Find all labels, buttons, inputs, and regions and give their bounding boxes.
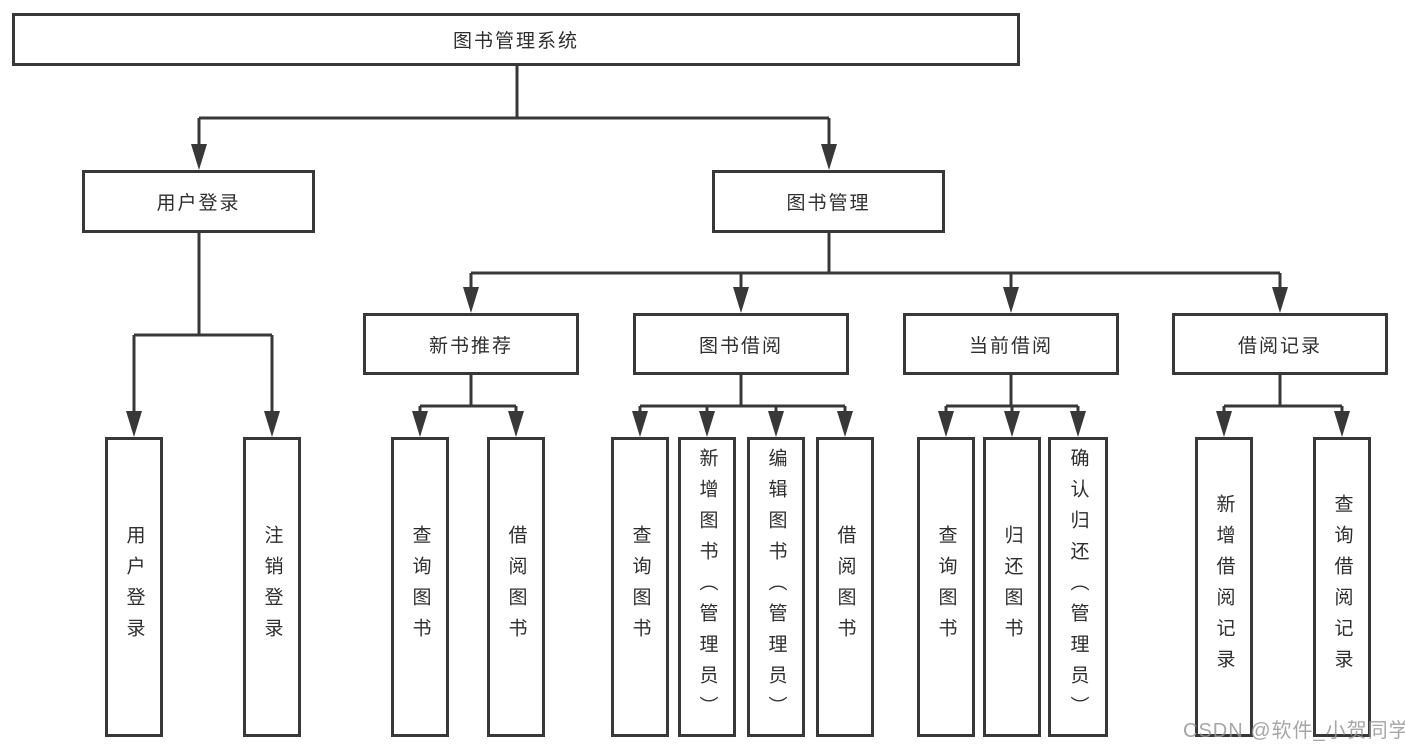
node-leaf-query-books-3-label: 查询图书 — [935, 525, 957, 649]
arrowhead — [1334, 411, 1350, 437]
arrowhead — [1003, 287, 1019, 313]
node-current-borrow-label: 当前借阅 — [968, 335, 1053, 357]
arrowhead — [1070, 411, 1086, 437]
arrowhead — [1004, 411, 1020, 437]
node-leaf-borrow-books-2: 借阅图书 — [816, 437, 874, 737]
node-user-login-label: 用户登录 — [156, 193, 241, 214]
node-leaf-return-books: 归还图书 — [983, 437, 1041, 737]
arrowhead — [632, 411, 648, 437]
node-leaf-query-borrow-record: 查询借阅记录 — [1313, 437, 1371, 737]
arrowhead — [264, 411, 280, 437]
arrowhead — [412, 411, 428, 437]
node-borrow-records-label: 借阅记录 — [1237, 335, 1322, 357]
arrowhead — [938, 411, 954, 437]
arrowhead — [1216, 411, 1232, 437]
arrowhead — [191, 144, 207, 170]
node-book-management-label: 图书管理 — [786, 193, 871, 214]
arrowhead — [463, 287, 479, 313]
node-leaf-user-login-label: 用户登录 — [123, 525, 145, 649]
node-new-book-recommend-label: 新书推荐 — [428, 335, 513, 357]
node-leaf-confirm-return-admin: 确认归还（管理员） — [1048, 437, 1108, 737]
arrowhead — [126, 411, 142, 437]
arrowhead — [733, 287, 749, 313]
connector-paths — [132, 66, 1344, 419]
node-root-label: 图书管理系统 — [452, 31, 579, 52]
node-book-borrow: 图书借阅 — [633, 313, 849, 375]
node-leaf-confirm-return-admin-label: 确认归还（管理员） — [1067, 447, 1089, 727]
csdn-watermark: CSDN @软件_小贺同学 — [1183, 720, 1405, 742]
node-user-login: 用户登录 — [82, 170, 315, 233]
node-borrow-records: 借阅记录 — [1172, 313, 1388, 375]
node-current-borrow: 当前借阅 — [903, 313, 1119, 375]
node-book-management: 图书管理 — [712, 170, 945, 233]
node-leaf-edit-books-admin: 编辑图书（管理员） — [747, 437, 805, 737]
node-leaf-logout-label: 注销登录 — [261, 525, 283, 649]
arrowhead — [768, 411, 784, 437]
arrowhead — [699, 411, 715, 437]
node-leaf-query-books-2-label: 查询图书 — [629, 525, 651, 649]
node-root: 图书管理系统 — [12, 13, 1020, 66]
node-new-book-recommend: 新书推荐 — [363, 313, 579, 375]
node-leaf-query-books-1-label: 查询图书 — [409, 525, 431, 649]
node-leaf-borrow-books-2-label: 借阅图书 — [834, 525, 856, 649]
node-leaf-query-borrow-record-label: 查询借阅记录 — [1331, 494, 1353, 680]
node-leaf-edit-books-admin-label: 编辑图书（管理员） — [765, 447, 787, 727]
node-leaf-add-books-admin-label: 新增图书（管理员） — [696, 447, 718, 727]
node-leaf-borrow-books-1: 借阅图书 — [487, 437, 545, 737]
node-leaf-user-login: 用户登录 — [105, 437, 163, 737]
node-leaf-add-books-admin: 新增图书（管理员） — [678, 437, 736, 737]
arrowhead — [821, 144, 837, 170]
arrowhead — [1272, 287, 1288, 313]
node-leaf-query-books-2: 查询图书 — [611, 437, 669, 737]
arrowhead — [508, 411, 524, 437]
arrowhead — [837, 411, 853, 437]
node-leaf-query-books-3: 查询图书 — [917, 437, 975, 737]
node-book-borrow-label: 图书借阅 — [698, 335, 783, 357]
node-leaf-add-borrow-record: 新增借阅记录 — [1195, 437, 1253, 737]
node-leaf-query-books-1: 查询图书 — [391, 437, 449, 737]
node-leaf-add-borrow-record-label: 新增借阅记录 — [1213, 494, 1235, 680]
arrowhead-group — [126, 144, 1350, 437]
node-leaf-return-books-label: 归还图书 — [1001, 525, 1023, 649]
node-leaf-borrow-books-1-label: 借阅图书 — [505, 525, 527, 649]
node-leaf-logout: 注销登录 — [243, 437, 301, 737]
